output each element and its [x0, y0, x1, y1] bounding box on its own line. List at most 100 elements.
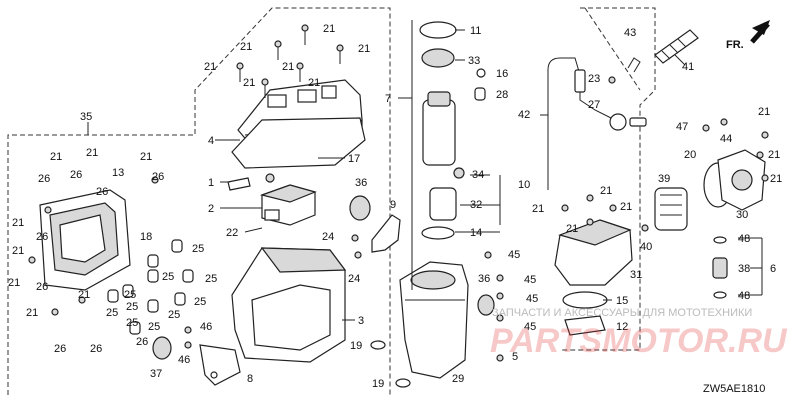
part-43-clip	[627, 57, 641, 73]
callout-21: 21	[566, 223, 578, 235]
callout-25: 25	[162, 271, 174, 283]
callout-26: 26	[136, 336, 148, 348]
part-17-gasket	[231, 117, 366, 169]
callout-30: 30	[736, 209, 748, 221]
callout-21: 21	[12, 245, 24, 257]
callout-25: 25	[192, 243, 204, 255]
callout-25: 25	[148, 321, 160, 333]
callout-25: 25	[168, 309, 180, 321]
callout-4: 4	[208, 135, 214, 147]
callout-21: 21	[240, 41, 252, 53]
watermark-logo: PARTSMOTOR.RU	[490, 322, 788, 360]
callout-26: 26	[38, 173, 50, 185]
callout-15: 15	[616, 295, 628, 307]
callout-7: 7	[385, 93, 391, 105]
callout-46: 46	[200, 321, 212, 333]
callout-25: 25	[205, 273, 217, 285]
callout-45: 45	[524, 274, 536, 286]
callout-20: 20	[684, 149, 696, 161]
callout-33: 33	[468, 55, 480, 67]
callout-21: 21	[768, 149, 780, 161]
callout-11: 11	[470, 25, 481, 37]
part-7-fuel-pump-assembly	[419, 21, 486, 240]
callout-18: 18	[140, 231, 152, 243]
callout-41: 41	[682, 61, 694, 73]
part-12-plate	[564, 315, 606, 336]
part-8-bracket	[199, 344, 241, 386]
callout-21: 21	[770, 173, 782, 185]
callout-8: 8	[247, 373, 253, 385]
callout-21: 21	[50, 151, 62, 163]
part-37-grommet	[152, 336, 172, 360]
part-15-o-ring	[562, 291, 608, 309]
callout-25: 25	[124, 289, 136, 301]
callout-16: 16	[496, 68, 508, 80]
callout-29: 29	[452, 373, 464, 385]
leader-lines	[87, 20, 763, 321]
part-29-strainer-housing	[399, 261, 495, 379]
callout-23: 23	[588, 73, 600, 85]
callout-45: 45	[526, 293, 538, 305]
callout-47: 47	[676, 121, 688, 133]
part-38-regulator	[712, 257, 728, 279]
callout-3: 3	[358, 315, 364, 327]
callout-34: 34	[472, 169, 484, 181]
front-direction-label: FR.	[726, 39, 744, 51]
callout-21: 21	[282, 61, 294, 73]
callout-26: 26	[54, 343, 66, 355]
callout-21: 21	[308, 77, 320, 89]
callout-39: 39	[658, 173, 670, 185]
callout-25: 25	[194, 296, 206, 308]
part-31-filter-base	[554, 219, 633, 286]
callout-48: 48	[738, 290, 750, 302]
part-25-collars	[107, 239, 194, 335]
callout-25: 25	[126, 317, 138, 329]
part-3-lower-housing	[231, 247, 347, 363]
callout-5: 5	[512, 351, 518, 363]
callout-19: 19	[372, 378, 384, 390]
callout-labels: 21 21 21 21 21 21 21 4 17 3 5 1 2 22 36 9…	[8, 23, 782, 390]
callout-21: 21	[243, 77, 255, 89]
callout-26: 26	[36, 281, 48, 293]
part-2-control-module	[259, 184, 317, 226]
callout-1: 1	[208, 177, 214, 189]
callout-2: 2	[208, 203, 214, 215]
callout-36: 36	[355, 177, 367, 189]
callout-37: 37	[150, 368, 162, 380]
callout-21: 21	[600, 185, 612, 197]
part-36-grommet	[349, 195, 371, 221]
callout-21: 21	[323, 23, 335, 35]
callout-26: 26	[36, 231, 48, 243]
callout-12: 12	[616, 321, 628, 333]
callout-21: 21	[204, 61, 216, 73]
callout-26: 26	[96, 186, 108, 198]
callout-21: 21	[758, 106, 770, 118]
callout-45: 45	[508, 249, 520, 261]
callout-6: 6	[770, 263, 776, 275]
part-42-wire-harness	[547, 57, 616, 190]
callout-46: 46	[178, 354, 190, 366]
callout-19: 19	[350, 340, 362, 352]
callout-17: 17	[348, 153, 360, 165]
callout-21: 21	[78, 289, 90, 301]
callout-28: 28	[496, 89, 508, 101]
part-27-sensor	[609, 113, 647, 131]
callout-42: 42	[518, 109, 530, 121]
part-48-washers	[713, 236, 727, 299]
callout-22: 22	[226, 227, 238, 239]
callout-9: 9	[390, 199, 396, 211]
diagram-code: ZW5AE1810	[703, 383, 765, 395]
callout-24: 24	[322, 231, 334, 243]
callout-21: 21	[532, 203, 544, 215]
callout-43: 43	[624, 27, 636, 39]
front-direction-arrow: FR.	[726, 20, 770, 51]
callout-25: 25	[106, 307, 118, 319]
callout-40: 40	[640, 241, 652, 253]
assembly-outline-left	[7, 7, 391, 395]
callout-26: 26	[70, 169, 82, 181]
callout-10: 10	[518, 179, 530, 191]
callout-14: 14	[470, 227, 482, 239]
callout-21: 21	[12, 217, 24, 229]
assembly-outline-diag	[584, 7, 641, 91]
